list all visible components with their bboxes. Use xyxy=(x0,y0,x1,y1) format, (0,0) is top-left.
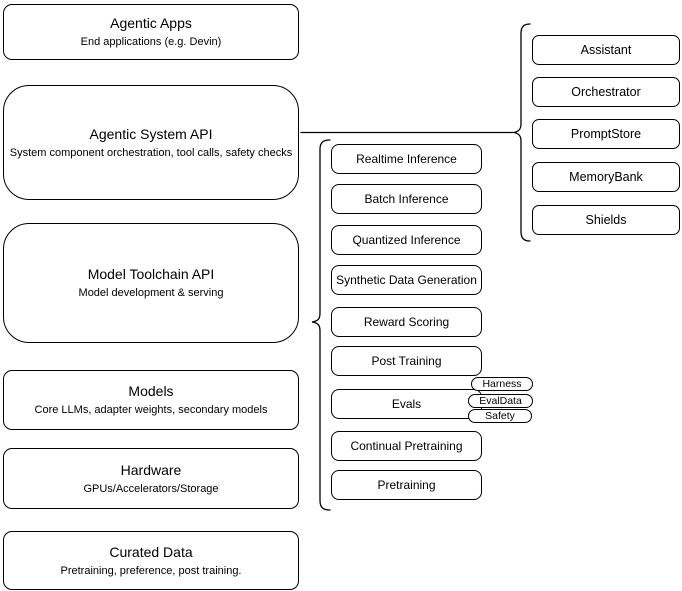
brace-system-components xyxy=(513,23,531,242)
node-label: Reward Scoring xyxy=(363,315,450,329)
node-subtitle: GPUs/Accelerators/Storage xyxy=(83,482,219,495)
pill-label: Safety xyxy=(485,409,515,422)
node-continual-pretraining: Continual Pretraining xyxy=(331,431,482,461)
node-subtitle: System component orchestration, tool cal… xyxy=(9,146,293,159)
node-memorybank: MemoryBank xyxy=(532,162,680,192)
pill-harness: Harness xyxy=(471,377,533,391)
node-label: Evals xyxy=(391,397,422,411)
node-shields: Shields xyxy=(532,205,680,235)
node-label: Realtime Inference xyxy=(356,152,457,166)
node-label: Orchestrator xyxy=(571,85,641,99)
node-orchestrator: Orchestrator xyxy=(532,77,680,107)
pill-label: EvalData xyxy=(479,394,522,407)
node-title: Curated Data xyxy=(109,543,193,560)
node-title: Agentic System API xyxy=(89,125,213,142)
node-label: Pretraining xyxy=(377,478,436,492)
node-subtitle: Model development & serving xyxy=(78,287,224,299)
node-promptstore: PromptStore xyxy=(532,119,680,149)
node-batch-inference: Batch Inference xyxy=(331,184,482,214)
node-label: PromptStore xyxy=(570,127,642,141)
node-subtitle: Pretraining, preference, post training. xyxy=(60,564,242,577)
node-realtime-inference: Realtime Inference xyxy=(331,144,482,174)
node-subtitle: End applications (e.g. Devin) xyxy=(80,36,222,48)
node-title: Agentic Apps xyxy=(110,15,192,31)
node-label: Shields xyxy=(585,213,627,227)
node-title: Models xyxy=(128,383,174,399)
node-quantized-inference: Quantized Inference xyxy=(331,225,482,255)
brace-toolchain xyxy=(311,139,331,511)
node-agentic-apps: Agentic Apps End applications (e.g. Devi… xyxy=(3,4,299,60)
node-reward-scoring: Reward Scoring xyxy=(331,307,482,337)
node-assistant: Assistant xyxy=(532,35,680,65)
node-label: Synthetic Data Generation xyxy=(336,273,477,287)
pill-label: Harness xyxy=(482,377,522,390)
node-agentic-system-api: Agentic System API System component orch… xyxy=(3,85,299,200)
node-subtitle: Core LLMs, adapter weights, secondary mo… xyxy=(34,404,268,416)
node-model-toolchain-api: Model Toolchain API Model development & … xyxy=(3,223,299,343)
node-models: Models Core LLMs, adapter weights, secon… xyxy=(3,370,299,430)
node-title: Model Toolchain API xyxy=(87,266,215,282)
node-title: Hardware xyxy=(120,461,182,478)
node-synthetic-data-generation: Synthetic Data Generation xyxy=(331,265,482,295)
node-pretraining: Pretraining xyxy=(331,470,482,500)
pill-evaldata: EvalData xyxy=(468,394,533,408)
node-evals: Evals xyxy=(331,389,482,419)
node-label: Continual Pretraining xyxy=(350,439,463,453)
node-label: Batch Inference xyxy=(364,192,449,206)
node-label: MemoryBank xyxy=(569,170,643,184)
node-hardware: Hardware GPUs/Accelerators/Storage xyxy=(3,448,299,509)
node-curated-data: Curated Data Pretraining, preference, po… xyxy=(3,531,299,590)
node-post-training: Post Training xyxy=(331,346,482,376)
pill-safety: Safety xyxy=(468,409,532,423)
node-label: Quantized Inference xyxy=(352,233,461,247)
node-label: Post Training xyxy=(371,354,442,368)
node-label: Assistant xyxy=(580,43,632,57)
